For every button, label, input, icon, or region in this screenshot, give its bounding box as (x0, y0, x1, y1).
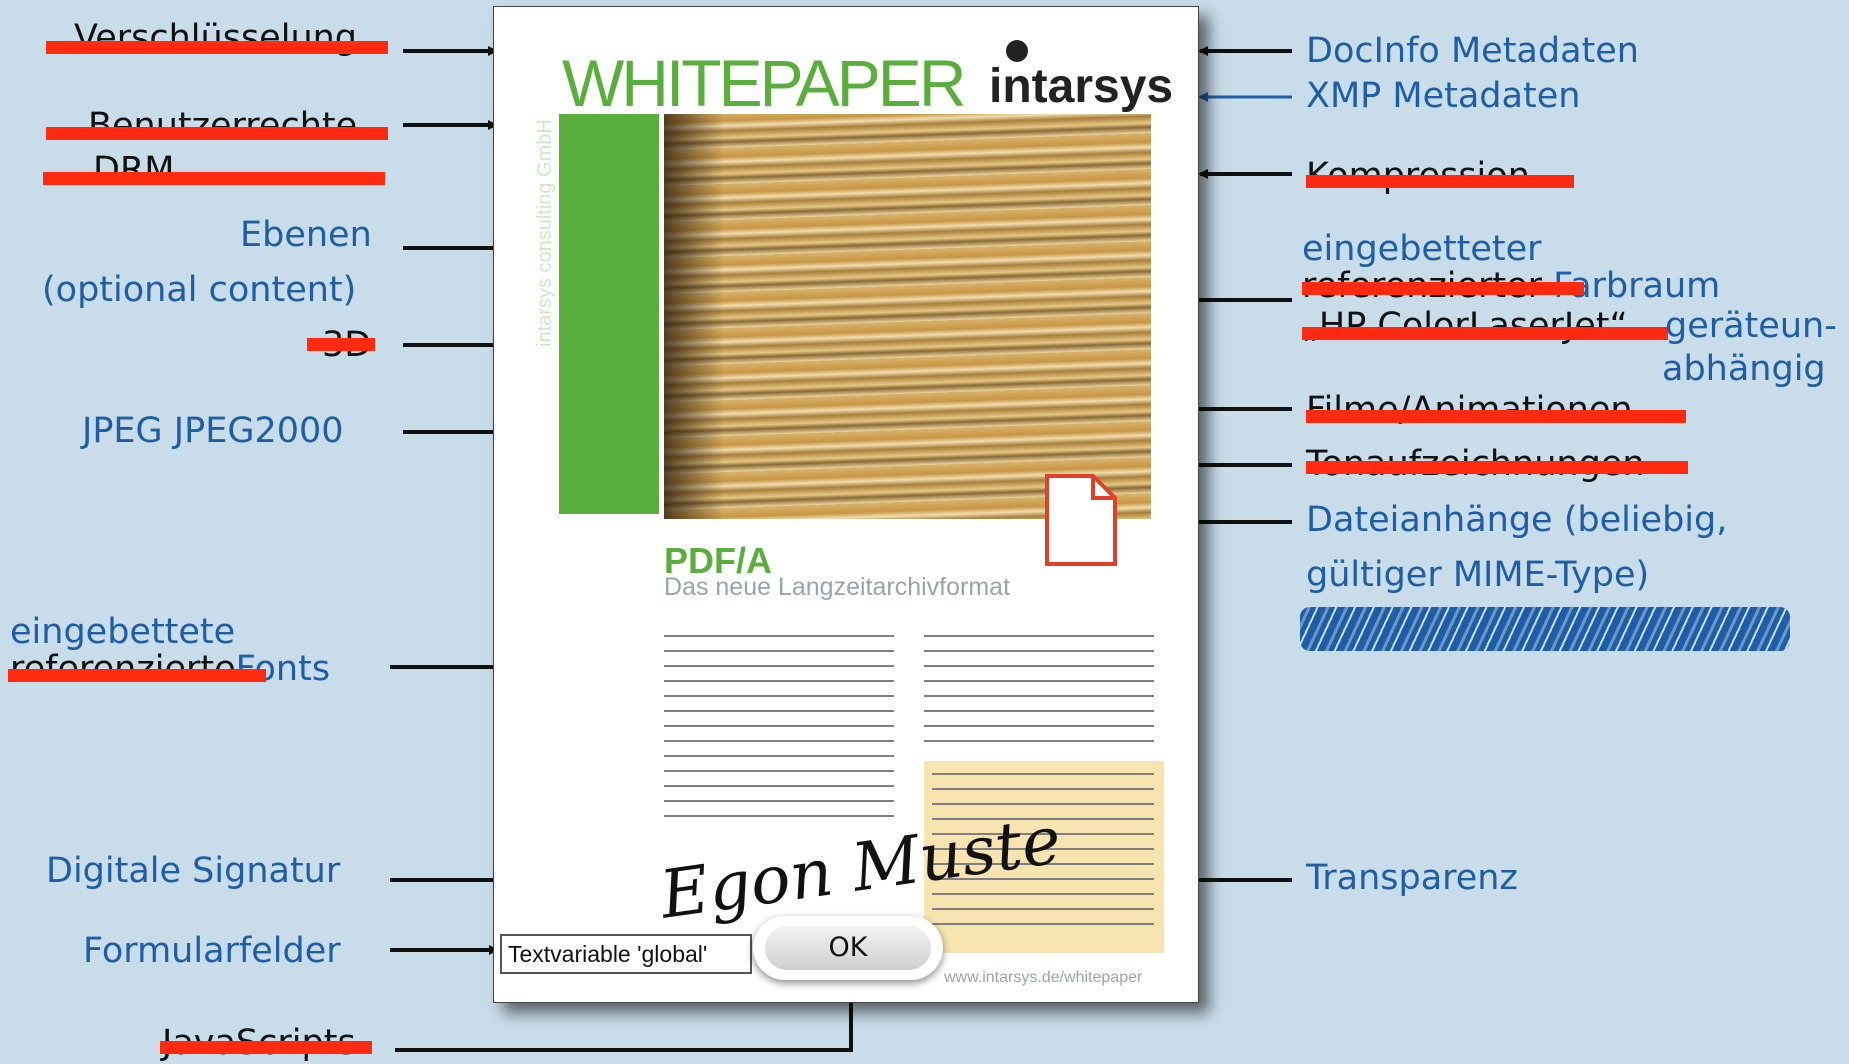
label-geraeteun: geräteun- (1665, 306, 1837, 346)
ok-button[interactable]: OK (753, 916, 943, 980)
body-text-column-left (664, 635, 894, 830)
label-formularfelder: Formularfelder (83, 931, 341, 971)
label-fonts-embedded: eingebettete (10, 612, 236, 652)
strike-kompression (1306, 175, 1574, 188)
strike-verschluesselung (46, 41, 388, 54)
strike-benutzerrechte (46, 127, 388, 140)
transparency-box (924, 761, 1164, 953)
document-title: WHITEPAPER (562, 46, 966, 120)
transparency-box-text (932, 773, 1154, 938)
label-hp: „HP ColorLaserJet“ (1302, 306, 1628, 346)
label-dateianhaenge-1: Dateianhänge (beliebig, (1306, 500, 1728, 540)
brand-logo-dot (1006, 40, 1028, 62)
label-digitale-signatur: Digitale Signatur (46, 851, 341, 891)
label-xmp: XMP Metadaten (1306, 76, 1581, 116)
strike-fonts-referenced (8, 669, 266, 682)
strike-drm (43, 172, 385, 185)
strike-farbraum-referenced (1302, 282, 1584, 295)
scribbled-out-text (1300, 607, 1790, 651)
side-company-text: intarsys consulting GmbH (534, 119, 556, 347)
brand-logo: intarsys (989, 60, 1174, 113)
document-url: www.intarsys.de/whitepaper (944, 969, 1143, 986)
body-text-column-right (924, 635, 1154, 755)
label-dateianhaenge-2: gültiger MIME-Type) (1306, 555, 1650, 595)
pdf-a-title: PDF/A (664, 540, 772, 581)
paper-stack-image (664, 114, 1151, 519)
arrow-javascripts (395, 984, 856, 1052)
label-jpeg: JPEG JPEG2000 (82, 411, 344, 451)
strike-javascripts (160, 1041, 372, 1054)
paper-stack-shadow (664, 114, 724, 519)
label-abhaengig: abhängig (1662, 349, 1826, 389)
label-farbraum-embedded: eingebetteter (1302, 229, 1542, 269)
label-docinfo: DocInfo Metadaten (1306, 31, 1639, 71)
strike-hp (1302, 327, 1668, 340)
strike-ton (1306, 461, 1688, 474)
label-optional-content: (optional content) (42, 270, 357, 310)
label-ebenen: Ebenen (240, 215, 372, 255)
label-benutzerrechte: Benutzerrechte (88, 106, 358, 146)
pdf-a-subtitle: Das neue Langzeitarchivformat (664, 573, 1011, 601)
label-transparenz: Transparenz (1306, 858, 1518, 898)
strike-filme (1306, 410, 1686, 423)
text-form-field[interactable]: Textvariable 'global' (500, 934, 752, 974)
strike-3d (307, 338, 375, 351)
file-attachment-icon[interactable] (1043, 472, 1119, 568)
green-side-bar (559, 114, 659, 514)
ok-button-label[interactable]: OK (765, 926, 931, 970)
